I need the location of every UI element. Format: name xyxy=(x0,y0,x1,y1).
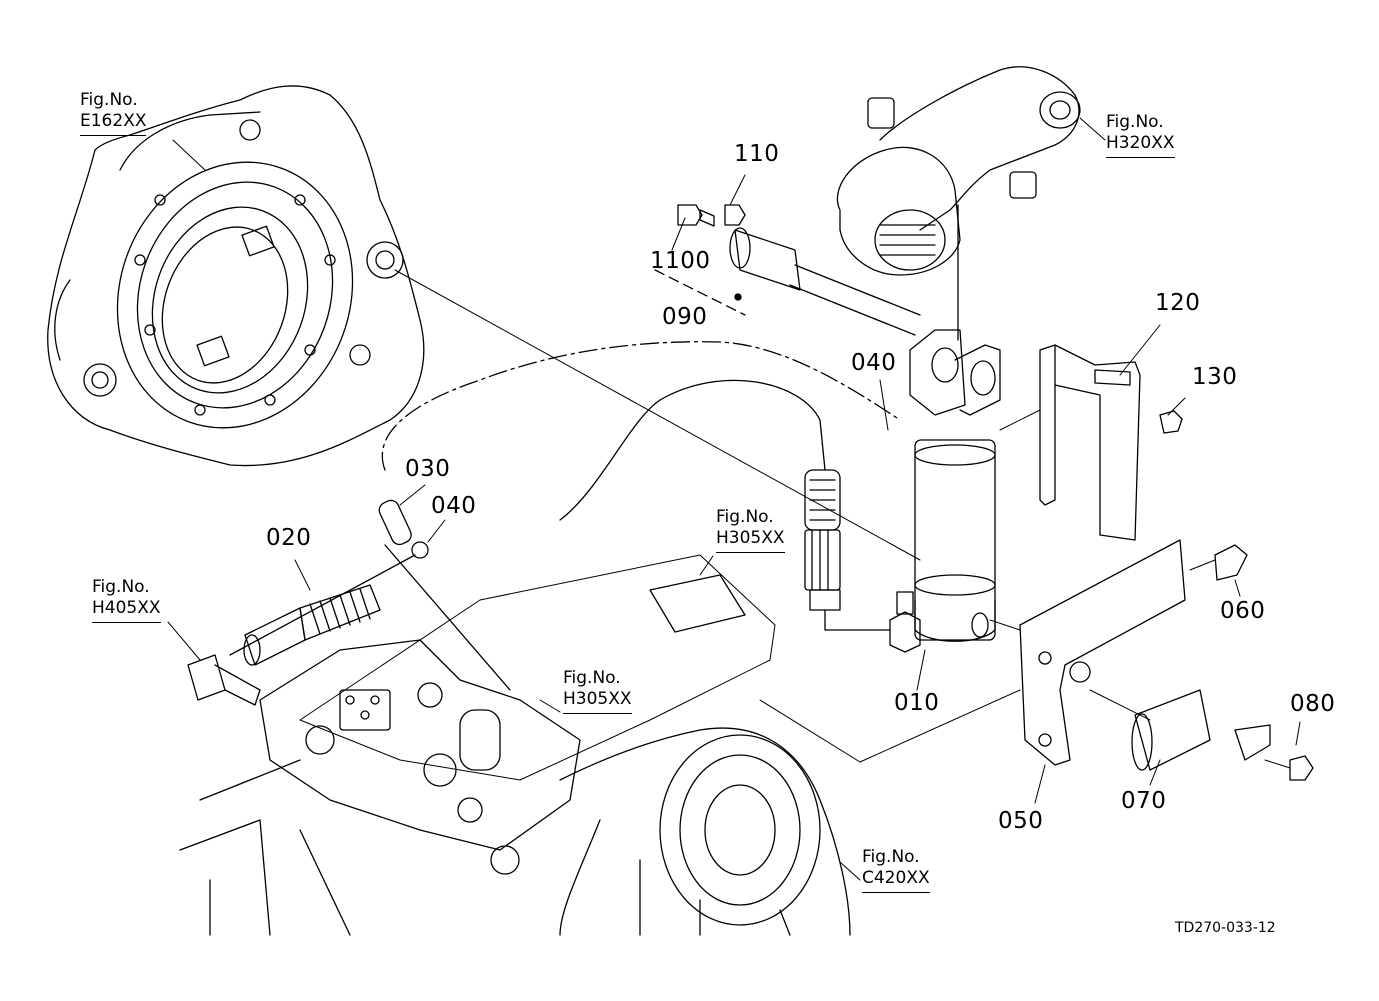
part-label-020[interactable]: 020 xyxy=(266,525,312,551)
figure-ref-h305-upper[interactable]: Fig.No. H305XX xyxy=(716,507,785,553)
figure-ref-code: E162XX xyxy=(80,111,147,136)
part-label-100[interactable]: 1100 xyxy=(650,248,711,274)
figure-ref-prefix: Fig.No. xyxy=(1106,112,1164,132)
figure-ref-prefix: Fig.No. xyxy=(716,507,774,527)
pin-assembly xyxy=(655,205,920,335)
bracket-assembly xyxy=(1020,540,1313,780)
drawing-number: TD270-033-12 xyxy=(1175,920,1276,936)
control-valve-and-housing xyxy=(180,555,850,935)
part-label-030[interactable]: 030 xyxy=(405,456,451,482)
figure-ref-code: H305XX xyxy=(563,689,632,714)
part-label-060[interactable]: 060 xyxy=(1220,598,1266,624)
figure-ref-h405[interactable]: Fig.No. H405XX xyxy=(92,577,161,623)
figure-ref-h305-lower[interactable]: Fig.No. H305XX xyxy=(563,668,632,714)
hose-assembly xyxy=(230,342,900,690)
figure-ref-code: H320XX xyxy=(1106,133,1175,158)
figure-ref-code: H305XX xyxy=(716,528,785,553)
part-label-070[interactable]: 070 xyxy=(1121,788,1167,814)
figure-ref-c420[interactable]: Fig.No. C420XX xyxy=(862,847,930,893)
figure-ref-code: H405XX xyxy=(92,598,161,623)
valve-020 xyxy=(188,585,380,705)
figure-ref-e162[interactable]: Fig.No. E162XX xyxy=(80,90,147,136)
transmission-housing-upper-left xyxy=(48,86,424,466)
part-label-040-lower[interactable]: 040 xyxy=(431,493,477,519)
part-label-130[interactable]: 130 xyxy=(1192,364,1238,390)
part-label-090[interactable]: 090 xyxy=(662,304,708,330)
part-label-120[interactable]: 120 xyxy=(1155,290,1201,316)
figure-ref-h320[interactable]: Fig.No. H320XX xyxy=(1106,112,1175,158)
figure-ref-prefix: Fig.No. xyxy=(862,847,920,867)
figure-ref-prefix: Fig.No. xyxy=(92,577,150,597)
lift-cylinder xyxy=(890,330,1000,652)
part-label-110[interactable]: 110 xyxy=(734,141,780,167)
part-label-080[interactable]: 080 xyxy=(1290,691,1336,717)
part-label-050[interactable]: 050 xyxy=(998,808,1044,834)
part-label-040-upper[interactable]: 040 xyxy=(851,350,897,376)
lift-arm xyxy=(837,67,1080,340)
figure-ref-code: C420XX xyxy=(862,868,930,893)
part-label-010[interactable]: 010 xyxy=(894,690,940,716)
leader-lines xyxy=(168,118,1300,880)
figure-ref-prefix: Fig.No. xyxy=(80,90,138,110)
cover-plate xyxy=(1040,345,1182,540)
figure-ref-prefix: Fig.No. xyxy=(563,668,621,688)
